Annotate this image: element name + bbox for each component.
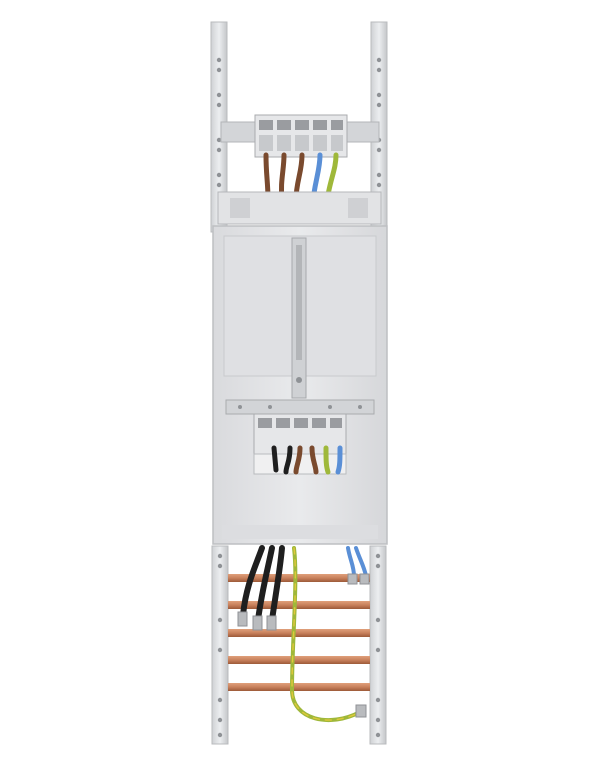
lower-terminal-block (253, 413, 347, 475)
lower-right-rail (369, 545, 387, 745)
feed-cables (240, 545, 368, 723)
busbar-4 (228, 656, 370, 664)
busbar-3 (228, 629, 370, 637)
middle-mounting-bar (225, 399, 375, 415)
busbar-5 (228, 683, 370, 691)
lower-wires (271, 445, 343, 475)
upper-bracket (217, 191, 382, 225)
lower-left-rail (211, 545, 229, 745)
vertical-din-rail (291, 237, 307, 408)
copper-busbars (228, 574, 370, 691)
busbar-2 (228, 601, 370, 609)
top-terminal-block (254, 114, 348, 158)
cable-lugs (237, 573, 370, 718)
busbar-1 (228, 574, 370, 582)
